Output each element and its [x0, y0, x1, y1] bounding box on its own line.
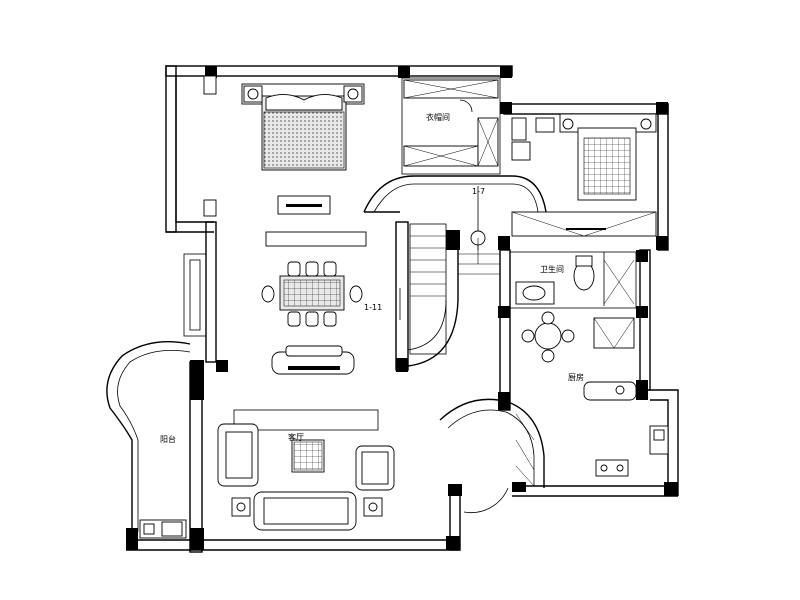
living-room: 客厅 — [217, 409, 395, 531]
staircase: 1-11 — [364, 223, 500, 367]
bedroom-2 — [511, 113, 657, 237]
closet-label: 衣帽间 — [426, 112, 450, 122]
structural-columns — [126, 66, 678, 550]
kitchen: 厨房 — [521, 311, 669, 477]
kitchen-label: 厨房 — [568, 372, 584, 382]
master-bedroom — [203, 75, 365, 217]
entrance-curve — [439, 398, 545, 536]
closet: 衣帽间 — [401, 77, 501, 175]
hall-arch — [363, 175, 547, 213]
bath-label: 卫生间 — [540, 264, 564, 274]
balcony-label: 阳台 — [160, 434, 176, 444]
living-label: 客厅 — [288, 432, 304, 442]
section-a-label: 1-7 — [472, 187, 485, 196]
dining-area — [261, 231, 367, 375]
bathroom: 卫生间 — [509, 251, 637, 309]
section-b-label: 1-11 — [364, 303, 382, 312]
balcony: 阳台 — [106, 341, 191, 540]
